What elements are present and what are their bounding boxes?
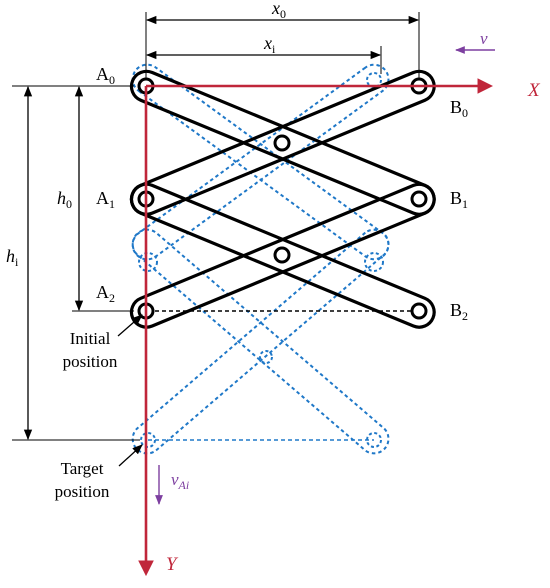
label-B1: B1: [450, 188, 468, 211]
target-configuration: [131, 63, 390, 455]
initial-position-label: position: [63, 352, 118, 371]
dashed-pin: [140, 432, 156, 448]
dashed-pin: [366, 432, 382, 448]
label-A1: A1: [96, 188, 115, 211]
target-position-pointer: [118, 444, 143, 467]
dashed-pin: [364, 252, 384, 272]
target-position-label: position: [55, 482, 110, 501]
dashed-pin: [259, 350, 273, 364]
dashed-link: [131, 228, 390, 455]
initial-configuration: [129, 69, 436, 329]
pin-B1: [410, 190, 428, 208]
dimensions: [12, 12, 420, 441]
pin-center-upper: [273, 134, 291, 152]
initial-position-pointer: [117, 314, 143, 337]
solid-link: [129, 182, 436, 329]
label-B2: B2: [450, 300, 468, 323]
axis-label-y: Y: [166, 554, 179, 575]
solid-link: [129, 182, 436, 329]
target-position-label: Target: [61, 459, 104, 478]
label-x0: x0: [271, 0, 286, 21]
label-vAi: vAi: [171, 470, 189, 492]
dashed-pin: [138, 252, 158, 272]
label-v: v: [480, 29, 488, 48]
pin-center-lower: [273, 246, 291, 264]
dashed-pin: [366, 72, 382, 88]
pin-B2: [410, 302, 428, 320]
axis-label-x: X: [527, 80, 541, 101]
label-B0: B0: [450, 97, 468, 120]
label-xi: xi: [263, 33, 276, 56]
label-A2: A2: [96, 282, 115, 305]
label-A0: A0: [96, 64, 115, 87]
coordinate-axes: [138, 78, 494, 577]
initial-position-label: Initial: [70, 329, 111, 348]
label-hi: hi: [6, 246, 19, 269]
label-h0: h0: [57, 188, 72, 211]
